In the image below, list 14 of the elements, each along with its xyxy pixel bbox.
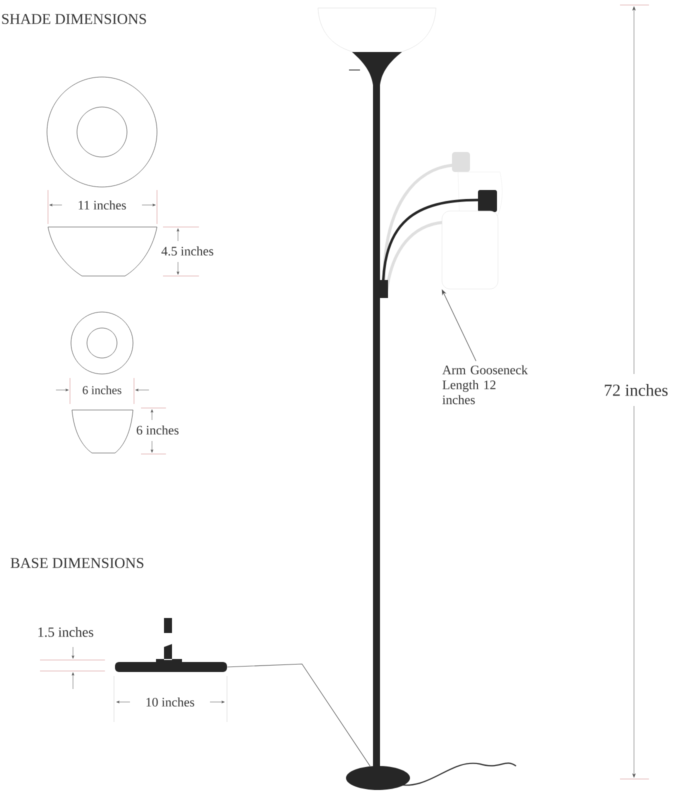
dimension-label: 1.5 inches (36, 626, 95, 638)
dimension-label: 6 inches (135, 424, 180, 436)
dimension-label: 4.5 inches (160, 245, 215, 257)
dimension-label: 10 inches (144, 696, 196, 708)
base-profile (115, 662, 227, 672)
dimension-label: 72 inches (602, 383, 670, 397)
section-heading: BASE DIMENSIONS (9, 557, 146, 570)
callout-text: Arm Gooseneck Length 12 inches (442, 365, 528, 404)
dimension-label: 11 inches (76, 199, 128, 211)
lamp-base (346, 766, 410, 790)
leader-line (226, 664, 370, 766)
section-heading: SHADE DIMENSIONS (0, 13, 148, 26)
dimension-label: 6 inches (81, 384, 123, 396)
lamp-shade (442, 210, 498, 290)
